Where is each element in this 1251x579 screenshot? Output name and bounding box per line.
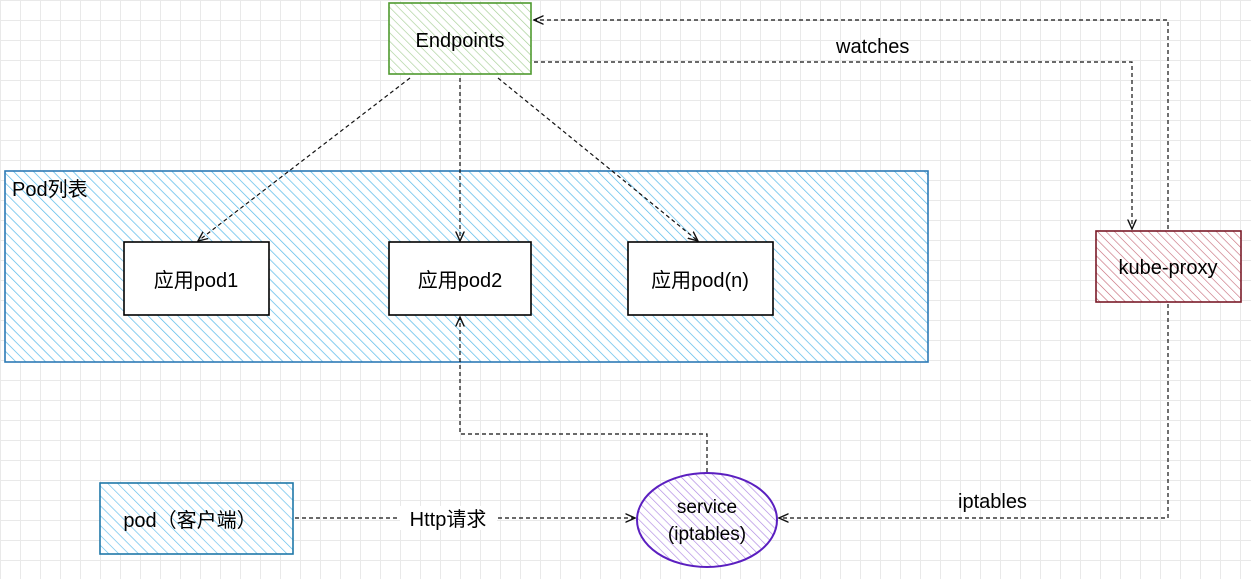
kube-proxy-label: kube-proxy <box>1119 257 1218 279</box>
iptables-label: iptables <box>958 491 1027 513</box>
client-pod-node[interactable]: pod（客户端） <box>99 482 294 555</box>
watches-label: watches <box>835 36 909 58</box>
app-pod-1[interactable]: 应用pod1 <box>123 241 270 316</box>
http-request-label: Http请求 <box>410 508 487 531</box>
service-label-line2: (iptables) <box>668 524 746 545</box>
edge-endpoints-to-podn <box>497 77 698 241</box>
endpoints-node[interactable]: Endpoints <box>388 2 532 75</box>
edge-service-to-pod2 <box>460 317 708 472</box>
kube-proxy-node[interactable]: kube-proxy <box>1095 230 1242 303</box>
app-pod-n-label: 应用pod(n) <box>651 269 749 292</box>
app-pod-2-label: 应用pod2 <box>418 269 503 292</box>
edge-endpoints-to-pod1 <box>198 77 411 241</box>
http-label-bg <box>400 506 497 530</box>
endpoints-label: Endpoints <box>416 30 505 52</box>
app-pod-n[interactable]: 应用pod(n) <box>627 241 774 316</box>
app-pod-2[interactable]: 应用pod2 <box>388 241 532 316</box>
client-pod-label: pod（客户端） <box>123 509 256 532</box>
app-pod-1-label: 应用pod1 <box>154 269 239 292</box>
service-node[interactable]: service (iptables) <box>636 472 778 568</box>
service-label-line1: service <box>677 497 737 518</box>
edge-kube-proxy-to-endpoints <box>534 20 1169 229</box>
edge-endpoints-to-kube-proxy <box>534 61 1132 229</box>
edge-kube-proxy-to-service <box>779 304 1169 518</box>
pod-list-label: Pod列表 <box>12 178 88 201</box>
